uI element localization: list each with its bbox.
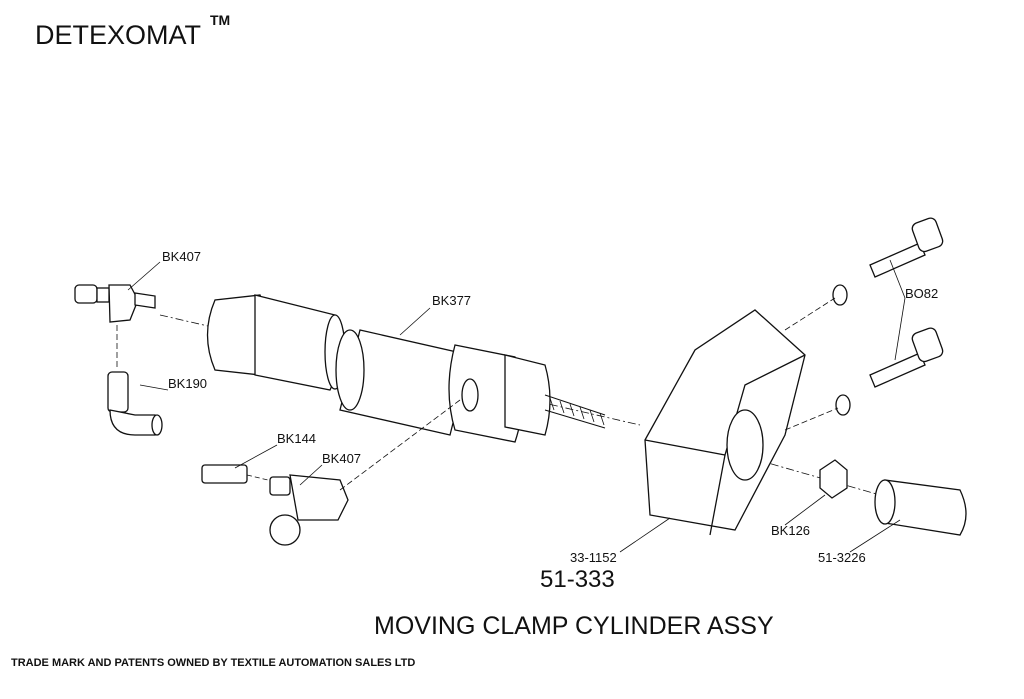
callout-51-3226: 51-3226 — [818, 550, 866, 565]
mounting-block-33-1152 — [644, 309, 806, 536]
cylinder-end-cap — [206, 294, 346, 391]
elbow-fitting-bottom — [269, 474, 349, 546]
sleeve-51-3226 — [874, 479, 967, 536]
elbow-fitting-top — [74, 284, 156, 323]
screws-bo82 — [784, 217, 944, 431]
elbow-fitting-bk190 — [107, 371, 163, 436]
callout-bk377: BK377 — [432, 293, 472, 308]
fitting-bk144 — [201, 464, 269, 484]
cylinder-head — [448, 344, 606, 443]
footer-notice: TRADE MARK AND PATENTS OWNED BY TEXTILE … — [11, 657, 416, 669]
assembly-title: MOVING CLAMP CYLINDER ASSY — [374, 612, 774, 640]
callout-bo82: BO82 — [905, 286, 939, 301]
assembly-number: 51-333 — [540, 566, 615, 593]
callout-bk407-bottom: BK407 — [322, 451, 362, 466]
callout-33-1152: 33-1152 — [570, 550, 617, 565]
leader-lines — [127, 259, 906, 553]
callout-bk407-top: BK407 — [162, 249, 202, 264]
brand-title: DETEXOMAT — [35, 20, 202, 50]
callout-bk190: BK190 — [168, 376, 208, 391]
nut-bk126 — [819, 459, 848, 499]
cylinder-tube-bk377 — [335, 329, 471, 436]
trademark-mark: TM — [210, 12, 231, 28]
callout-bk126: BK126 — [771, 523, 811, 538]
callout-bk144: BK144 — [277, 431, 317, 446]
